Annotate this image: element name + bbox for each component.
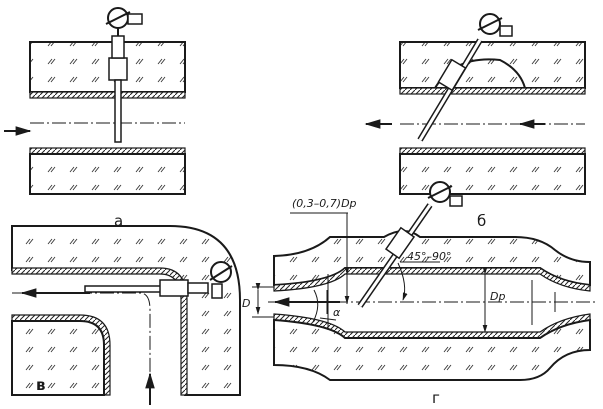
thermometer [84,261,233,299]
panel-v-elbow-pipe: в [11,225,241,405]
dimension-D: D [242,297,250,310]
bottom-insulation [399,153,586,195]
thermometer [357,181,463,308]
panel-b-straight-pipe-inclined: б [364,13,586,230]
outer-pipe-wall [11,267,188,396]
thermometer [417,13,513,142]
inner-insulation [11,320,105,396]
top-pipe-wall [399,87,586,95]
panel-a-straight-pipe-perpendicular: а [4,7,186,230]
panel-label-b: б [477,212,486,230]
bottom-insulation [29,153,186,195]
top-insulation [29,41,186,93]
bottom-insulation [273,318,591,381]
top-insulation [399,41,586,89]
panel-label-v: в [36,376,46,394]
dimension-Dp: Dр [490,290,505,303]
dimension-insertion-depth: (0,3–0,7)Dр [292,197,357,210]
thermometer [105,7,143,143]
top-pipe-wall [29,91,186,99]
dimension-cone-angle: α [333,306,341,319]
pipe-axis [12,292,151,395]
panel-g-expanded-section: D Dр (0,3–0,7)Dр 45°–90° α г [242,181,596,407]
panel-label-a: а [114,212,123,230]
panel-label-g: г [432,389,440,407]
dimension-angle-range: 45°–90° [407,250,452,263]
